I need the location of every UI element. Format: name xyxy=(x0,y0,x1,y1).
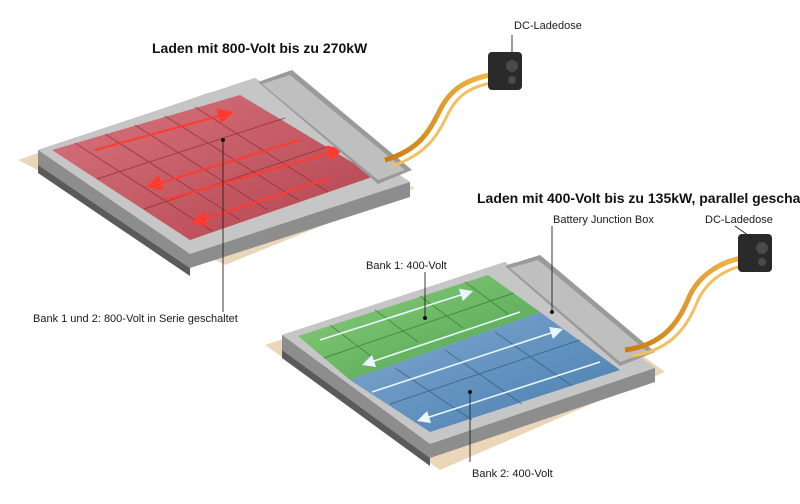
module-gridline xyxy=(164,115,299,201)
module-gridline xyxy=(96,117,286,180)
label-dc-socket-bottom: DC-Ladedose xyxy=(705,214,773,226)
module-gridline xyxy=(143,145,331,210)
title-800v: Laden mit 800-Volt bis zu 270kW xyxy=(152,40,368,56)
label-series: Bank 1 und 2: 800-Volt in Serie geschalt… xyxy=(33,313,238,325)
module-gridline xyxy=(329,324,373,358)
leader-dot xyxy=(221,138,225,142)
module-gridline xyxy=(323,292,515,359)
label-junction-box: Battery Junction Box xyxy=(553,214,654,226)
title-400v: Laden mit 400-Volt bis zu 135kW, paralle… xyxy=(477,190,800,206)
leader-dot xyxy=(550,310,554,314)
hv-cable-bottom xyxy=(624,255,743,353)
module-gridline xyxy=(394,367,473,421)
current-arrow xyxy=(94,108,234,151)
current-arrow xyxy=(416,361,601,424)
label-bank1: Bank 1: 400-Volt xyxy=(366,260,447,272)
leader-dot xyxy=(423,316,427,320)
rail-front-top xyxy=(38,165,190,276)
module-bank-1-green xyxy=(298,275,540,380)
module-gridline xyxy=(374,309,419,343)
battery-pack-400v xyxy=(265,255,665,470)
module-gridline xyxy=(134,124,269,211)
dc-socket-top-graphic xyxy=(488,52,522,90)
module-gridline xyxy=(494,331,573,387)
label-bank2: Bank 2: 400-Volt xyxy=(472,468,553,480)
current-arrow xyxy=(191,177,331,226)
current-arrow xyxy=(371,326,564,393)
current-arrow xyxy=(361,311,521,368)
leader-dot xyxy=(468,390,472,394)
label-dc-socket-top: DC-Ladedose xyxy=(514,20,582,32)
leader-dc-socket-bottom xyxy=(734,225,753,239)
module-gridline xyxy=(419,295,464,329)
current-arrow xyxy=(164,145,344,201)
module-gridline xyxy=(389,339,581,405)
battery-pack-800v xyxy=(18,70,415,276)
module-gridline xyxy=(74,142,213,232)
current-arrow xyxy=(146,139,301,191)
module-gridline xyxy=(464,281,509,315)
rail-front-bottom xyxy=(282,350,430,466)
module-gridline xyxy=(104,133,241,221)
hv-cable-top xyxy=(384,72,491,163)
dc-socket-bottom-graphic xyxy=(738,234,772,272)
current-arrow xyxy=(319,288,474,341)
module-gridline xyxy=(444,349,523,405)
